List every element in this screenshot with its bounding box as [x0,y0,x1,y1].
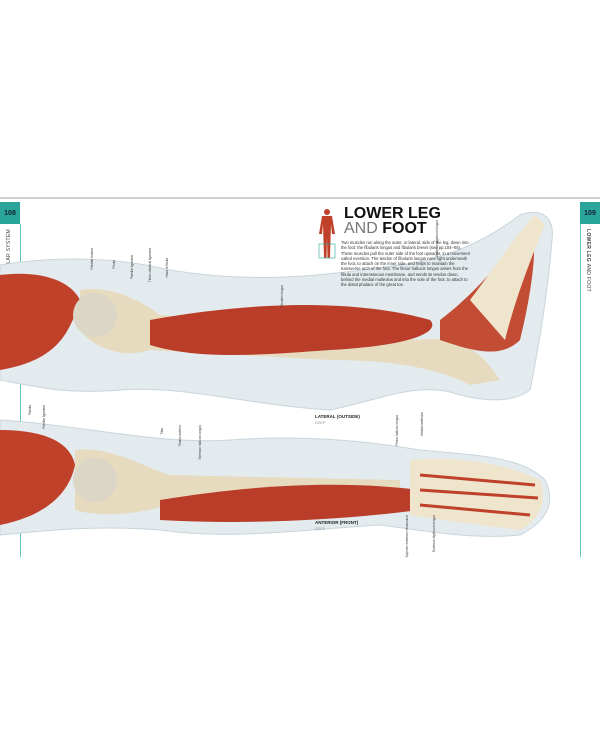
left-margin-line [20,224,21,557]
anatomy-label: Patellar ligament [42,405,46,429]
body-figure-icon [316,208,338,260]
running-head-right: LOWER LEG AND FOOT [585,229,591,292]
running-head-bold: LOWER LEG [585,229,591,262]
anterior-shin-muscle [160,484,420,522]
intro-paragraph: Two muscles run along the outer, or late… [341,240,470,288]
lateral-foot-bone [470,215,545,340]
page-title: LOWER LEG AND FOOT [344,205,441,237]
anatomy-label: Extensor digitorum longus [435,220,439,257]
page-number-right: 109 [580,202,600,224]
anatomy-label: Medial malleolus [420,412,424,436]
running-head-light: AND FOOT [585,263,591,292]
view-sub-lateral: DEEP [315,421,326,425]
anatomy-label: Extensor digitorum longus [432,515,436,552]
title-foot: FOOT [382,220,427,237]
anatomy-label: Tibial collateral ligament [148,248,152,283]
anatomy-label: Fibula [112,260,116,269]
title-and: AND [344,220,378,237]
anatomy-label: Superior extensor retinaculum [405,515,409,558]
lateral-thigh-muscle [0,273,80,370]
view-sub-anterior: DEEP [315,527,326,531]
anatomy-label: Patella [28,405,32,415]
anterior-knee-joint [73,458,117,502]
lateral-calf-muscle [150,305,433,355]
lateral-knee-joint [73,293,117,337]
anatomy-label: Patellar ligament [130,255,134,279]
anterior-foot-muscles [419,473,539,517]
anatomy-label: Fibularis longus [280,285,284,308]
anatomy-label: Tibia [160,428,164,435]
anatomy-label: Patellar tendon [90,248,94,270]
intro-text: Two muscles run along the outer, or late… [341,240,471,288]
anatomy-label: Flexor hallucis longus [395,415,399,446]
view-label-anterior: ANTERIOR (FRONT) [315,520,359,525]
anatomy-label: Tibialis anterior [178,425,182,447]
right-margin-line [580,224,581,557]
anterior-thigh-muscle [0,430,75,525]
anatomy-label: Head of fibula [165,258,169,278]
view-label-lateral: LATERAL (OUTSIDE) [315,414,360,419]
anatomy-label: Extensor hallucis longus [198,425,202,460]
page-number-left: 108 [0,202,20,224]
title-line1: LOWER LEG [344,205,441,222]
